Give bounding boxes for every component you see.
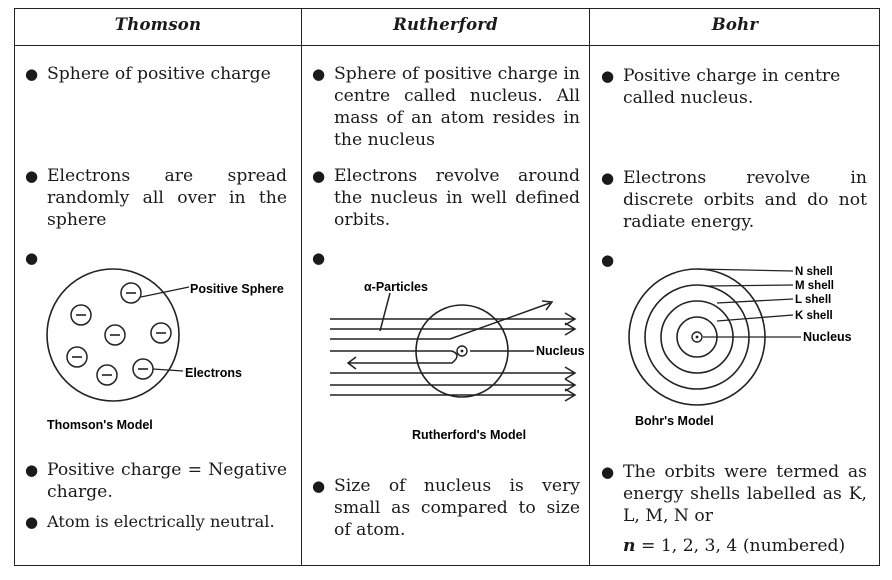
electron-icon — [70, 304, 92, 326]
bullet: ● — [601, 67, 615, 85]
bohr-point-5: n = 1, 2, 3, 4 (numbered) — [623, 536, 846, 556]
shell-pointers — [696, 268, 801, 338]
electron-icon — [66, 346, 88, 368]
bullet: ● — [25, 65, 39, 83]
comparison-table: Thomson Rutherford Bohr ● Sphere of posi… — [14, 8, 880, 566]
bohr-model-diagram: N shell M shell L shell K shell Nucleus … — [628, 266, 852, 428]
bullet: ● — [312, 249, 326, 267]
electron-icon — [104, 324, 126, 346]
electrons — [66, 282, 172, 386]
bullet: ● — [25, 167, 39, 185]
label-n-shell: N shell — [795, 266, 833, 278]
label-m-shell: M shell — [795, 280, 834, 292]
alpha-particle-paths — [330, 292, 577, 402]
nucleus-icon — [691, 331, 703, 343]
bullet: ● — [25, 249, 39, 267]
thomson-model-caption: Thomson's Model — [47, 418, 153, 432]
positive-sphere-pointer — [140, 286, 190, 298]
bullet: ● — [601, 251, 615, 269]
label-k-shell: K shell — [795, 310, 833, 322]
rutherford-model-diagram: α-Particles Nucleus Rutherford's Model — [330, 280, 585, 442]
bullet: ● — [312, 167, 326, 185]
header-rutherford: Rutherford — [393, 15, 498, 34]
thomson-model-diagram: Positive Sphere Electrons Thomson's Mode… — [46, 268, 284, 432]
bullet: ● — [312, 477, 326, 495]
label-nucleus: Nucleus — [536, 344, 585, 358]
header-divider — [15, 45, 879, 46]
electron-icon — [96, 364, 118, 386]
label-alpha-particles: α-Particles — [364, 280, 428, 294]
bullet: ● — [312, 65, 326, 83]
electron-icon — [150, 322, 172, 344]
rutherford-model-caption: Rutherford's Model — [412, 428, 526, 442]
positive-sphere-circle — [46, 268, 180, 402]
label-positive-sphere: Positive Sphere — [190, 282, 284, 296]
electron-icon — [120, 282, 142, 304]
bullet: ● — [601, 463, 615, 481]
electrons-pointer — [152, 368, 184, 372]
n-symbol: n — [623, 536, 636, 556]
header-bohr: Bohr — [711, 15, 759, 34]
nucleus-icon — [456, 345, 468, 357]
bullet: ● — [25, 513, 39, 531]
column-divider — [589, 9, 590, 565]
bullet: ● — [25, 461, 39, 479]
header-thomson: Thomson — [114, 15, 202, 34]
label-nucleus: Nucleus — [803, 330, 852, 344]
bullet: ● — [601, 169, 615, 187]
label-l-shell: L shell — [795, 294, 831, 306]
bohr-model-caption: Bohr's Model — [635, 414, 714, 428]
column-divider — [301, 9, 302, 565]
label-electrons: Electrons — [185, 366, 242, 380]
